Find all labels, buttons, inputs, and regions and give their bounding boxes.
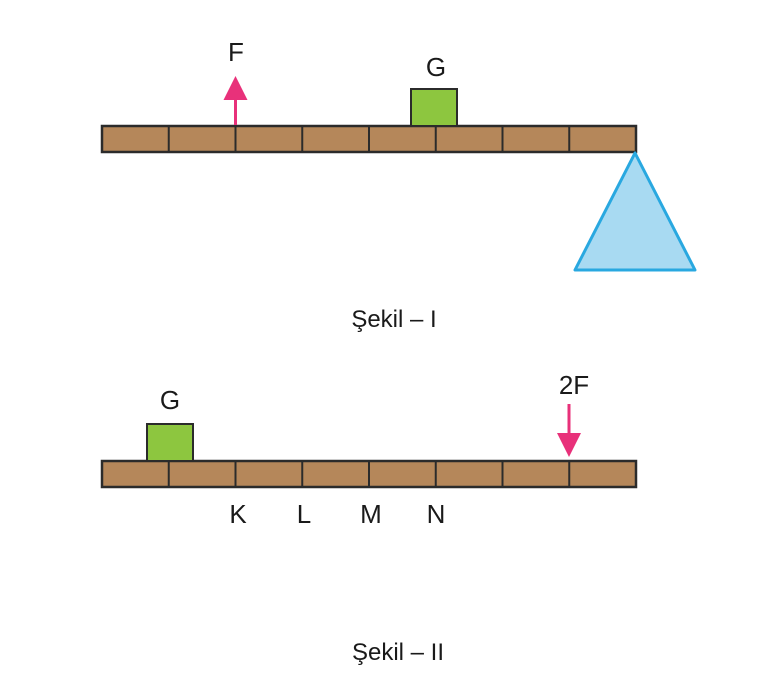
weight-label-2: G xyxy=(160,385,180,415)
weight-label-1: G xyxy=(426,52,446,82)
caption-1: Şekil – I xyxy=(351,306,436,333)
force-label-2: 2F xyxy=(559,370,589,400)
force-label-1: F xyxy=(228,37,244,67)
fulcrum-support xyxy=(573,151,697,272)
figure-2: G 2F K L M N Şekil – II xyxy=(100,370,638,666)
caption-2: Şekil – II xyxy=(352,639,444,666)
beam-2 xyxy=(100,459,638,489)
point-label-n: N xyxy=(427,499,446,529)
figure-1: G F Şekil – I xyxy=(100,37,697,333)
beam-1 xyxy=(100,124,638,154)
weight-block-2 xyxy=(146,423,194,462)
point-label-l: L xyxy=(297,499,311,529)
point-label-k: K xyxy=(229,499,247,529)
point-label-m: M xyxy=(360,499,382,529)
weight-block-1 xyxy=(410,88,458,127)
